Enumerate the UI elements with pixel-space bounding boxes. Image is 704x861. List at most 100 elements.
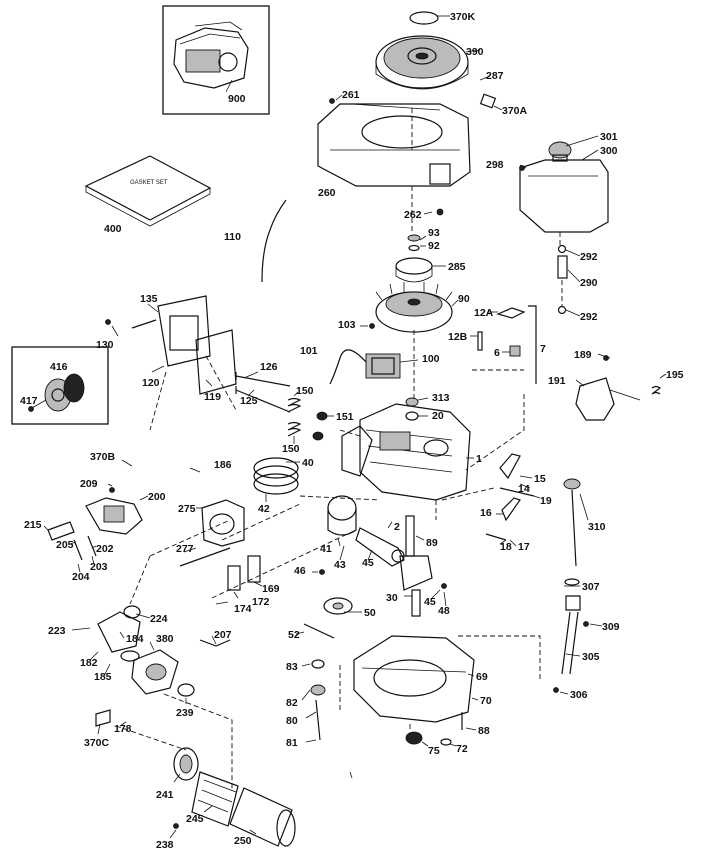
label-72: 72 [456, 743, 468, 755]
screw-icon [369, 323, 375, 329]
label-245: 245 [186, 813, 204, 825]
label-250: 250 [234, 835, 252, 847]
label-215: 215 [24, 519, 42, 531]
label-16: 16 [480, 507, 492, 519]
label-204: 204 [72, 571, 90, 583]
label-305: 305 [582, 651, 600, 663]
idle-screw [73, 539, 83, 561]
carb-float [131, 649, 179, 695]
label-300: 300 [600, 145, 618, 157]
air-filter-element [191, 771, 239, 827]
screw-icon [441, 583, 447, 589]
label-200: 200 [148, 491, 166, 503]
valve-cover [341, 425, 373, 477]
label-150b: 150 [282, 443, 300, 455]
label-178: 178 [114, 723, 132, 735]
label-82: 82 [286, 697, 298, 709]
label-151: 151 [336, 411, 354, 423]
carb-gasket [47, 521, 75, 541]
label-100: 100 [422, 353, 440, 365]
breather-parts [405, 397, 419, 421]
label-20: 20 [432, 410, 444, 422]
label-12B: 12B [448, 331, 468, 343]
label-287: 287 [486, 70, 504, 82]
muffler-screw [179, 547, 231, 567]
leader-lines [43, 15, 667, 839]
label-203: 203 [90, 561, 108, 573]
label-7: 7 [540, 343, 546, 355]
label-169: 169 [262, 583, 280, 595]
label-309: 309 [602, 621, 620, 633]
label-15: 15 [534, 473, 546, 485]
carburetor-body [85, 497, 143, 535]
fuel-cap [548, 141, 572, 162]
air-filter-ring [177, 683, 195, 697]
blower-housing [317, 103, 471, 187]
screw-icon [319, 569, 325, 575]
starter-decal [479, 93, 497, 109]
oil-slinger [323, 597, 353, 615]
assembly-dashed-lines [115, 108, 563, 790]
label-380: 380 [156, 633, 174, 645]
label-307: 307 [582, 581, 600, 593]
label-370K: 370K [450, 11, 476, 23]
fuel-bowl [97, 605, 141, 653]
label-195: 195 [666, 369, 684, 381]
label-89: 89 [426, 537, 438, 549]
dipstick-tube [553, 478, 589, 693]
air-filter-cover [229, 787, 296, 847]
fuel-tank [519, 159, 609, 233]
label-12A: 12A [474, 307, 494, 319]
label-174: 174 [234, 603, 252, 615]
cam-follower [303, 623, 335, 639]
label-205: 205 [56, 539, 74, 551]
label-186: 186 [214, 459, 232, 471]
engine-sump [353, 635, 475, 723]
label-241: 241 [156, 789, 174, 801]
label-292b: 292 [580, 311, 598, 323]
screw-icon [105, 319, 111, 325]
bracket-group [528, 305, 537, 384]
idle-spring [87, 535, 97, 557]
label-83: 83 [286, 661, 298, 673]
label-172: 172 [252, 596, 270, 608]
label-313: 313 [432, 392, 450, 404]
label-110: 110 [224, 231, 241, 243]
label-262: 262 [404, 209, 422, 221]
governor-shaft [501, 497, 521, 522]
label-260: 260 [318, 187, 336, 199]
fuel-line-clamp [557, 305, 567, 315]
spark-plug-wire [329, 349, 367, 385]
governor-link [499, 487, 535, 497]
label-41: 41 [320, 543, 332, 555]
ground-wire [261, 199, 287, 283]
label-298: 298 [486, 159, 504, 171]
label-277: 277 [176, 543, 194, 555]
label-238: 238 [156, 839, 174, 851]
gasket-set-text: GASKET SET [130, 180, 168, 186]
engine-inset-box [162, 5, 270, 115]
label-1: 1 [476, 453, 482, 465]
label-69: 69 [476, 671, 488, 683]
label-93: 93 [428, 227, 440, 239]
exhaust-valve [235, 386, 291, 413]
brake-bracket [496, 307, 526, 319]
label-81: 81 [286, 737, 298, 749]
intake-valve [235, 372, 291, 387]
label-14: 14 [518, 483, 530, 495]
label-182: 182 [80, 657, 98, 669]
label-292a: 292 [580, 251, 598, 263]
label-19: 19 [540, 495, 552, 507]
engine-thumbnail-icon [173, 21, 249, 93]
drain-plug [440, 738, 452, 746]
label-130: 130 [96, 339, 114, 351]
label-42: 42 [258, 503, 270, 515]
label-207: 207 [214, 629, 232, 641]
label-150a: 150 [296, 385, 314, 397]
label-400: 400 [104, 223, 122, 235]
carburetor-parts-inset-box [11, 346, 109, 425]
fuel-line-clamp [557, 244, 567, 254]
exhaust-gasket [227, 565, 241, 591]
intake-manifold [157, 295, 211, 367]
